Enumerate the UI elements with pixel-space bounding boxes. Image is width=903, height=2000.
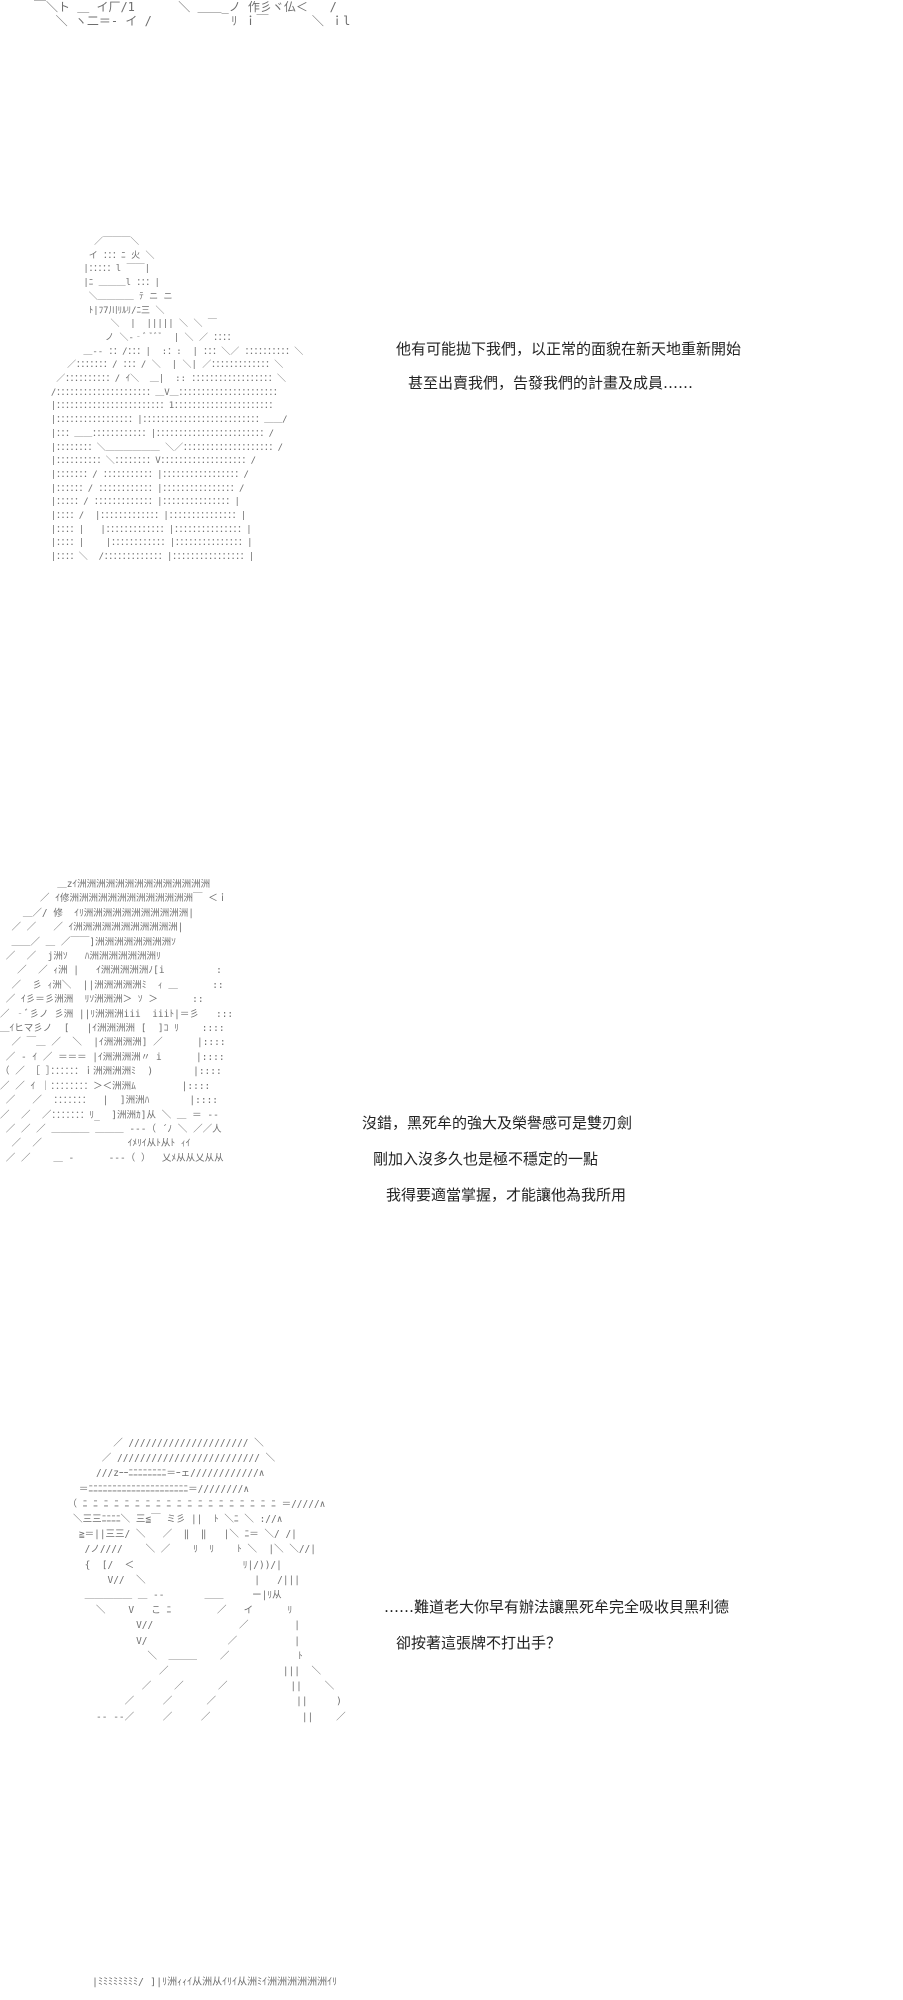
ascii-art-bottom-fragment: |ﾐﾐﾐﾐﾐﾐﾐﾐ/ ]|ﾘ洲ｨｨｲ从洲从ｲﾘｲ从洲ﾐｲ洲洲洲洲洲洲ｲﾘ: [80, 1977, 338, 1988]
ascii-art-standing-figure: ／￣￣￣＼ イ ：：：ﾆ 火 ＼ |：：：：：l ￣￣| |ﾆ ＿＿＿l ：：：…: [50, 237, 304, 563]
dialogue-line-2-2: 剛加入沒多久也是極不穩定的一點: [373, 1150, 599, 1168]
dialogue-line-2-3: 我得要適當掌握，才能讓他為我所用: [386, 1186, 627, 1204]
dialogue-line-2-1: 沒錯，黑死牟的強大及榮譽感可是雙刃劍: [362, 1114, 633, 1132]
dialogue-line-3-2: 卻按著這張牌不打出手？: [396, 1634, 562, 1652]
dialogue-line-1-2: 甚至出賣我們，告發我們的計畫及成員……: [408, 374, 694, 392]
ascii-art-hooded-figure: ／ ///////////////////// ＼ ／ ////////////…: [67, 1438, 346, 1723]
dialogue-line-1-1: 他有可能拋下我們，以正常的面貌在新天地重新開始: [396, 340, 742, 358]
ascii-art-top-fragment: ￣＼ト ＿ イ厂/1 ＼ ＿＿_ノ 作彡ヾ仏＜ / ＼ ヽ二＝‐ イ / ﾘ ｉ…: [34, 0, 351, 28]
dialogue-line-3-1: ……難道老大你早有辦法讓黑死牟完全吸收貝黑利德: [384, 1598, 730, 1616]
ascii-art-swordsman: ＿zｲ洲洲洲洲洲洲洲洲洲洲洲洲洲洲 ／ ｲ修洲洲洲洲洲洲洲洲洲洲洲洲洲￣ ＜ｉ …: [0, 879, 234, 1164]
